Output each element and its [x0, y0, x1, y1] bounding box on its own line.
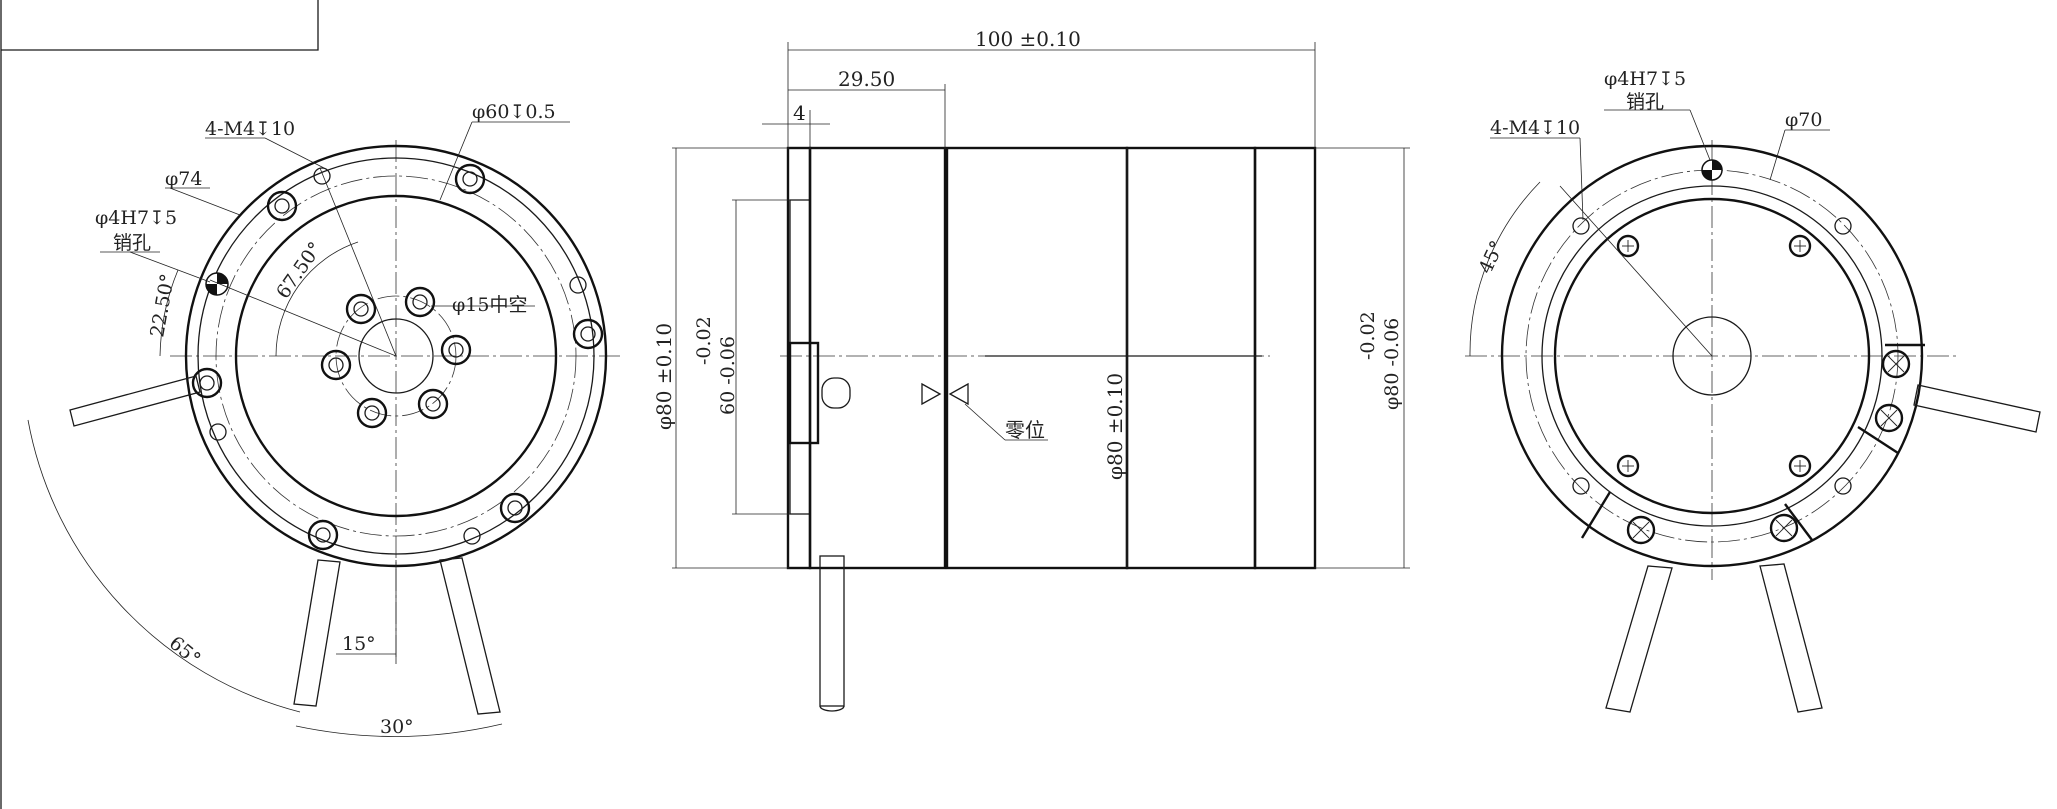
front-outer-dia-callout: φ74	[165, 168, 202, 190]
rear-tapped-holes	[1572, 217, 1852, 495]
side-zero-marker	[921, 382, 1048, 441]
front-pin-hole-label: 销孔	[113, 232, 151, 254]
side-zero-label: 零位	[1005, 418, 1045, 442]
side-outer-dia: φ80 ±0.10	[652, 323, 676, 430]
side-body-front	[808, 146, 947, 570]
side-flange-plate	[786, 146, 812, 570]
rear-cap-screws	[1616, 234, 1812, 478]
rear-outer-dia-callout: φ70	[1785, 109, 1822, 131]
rear-view: φ4H7↧5 销孔 4-M4↧10 φ70 45°	[1465, 68, 2041, 713]
front-angle-30: 30°	[380, 716, 414, 738]
front-cable-exits	[69, 375, 501, 715]
side-cable	[819, 555, 845, 707]
front-flange-screws	[191, 163, 604, 551]
front-angle-65: 65°	[165, 632, 205, 671]
side-pilot-tol-lower: 60 -0.06	[717, 336, 739, 415]
side-body-dia: φ80 ±0.10	[1103, 373, 1127, 480]
side-flange-thickness: 4	[793, 101, 806, 125]
side-connector	[821, 377, 851, 409]
side-end-cap	[1253, 146, 1317, 570]
front-rotor-screws	[320, 286, 472, 429]
front-tapped-holes-callout: 4-M4↧10	[205, 118, 295, 140]
rear-leaders	[1469, 109, 1830, 357]
front-angle-15: 15°	[342, 633, 376, 655]
rear-body-circle	[1553, 197, 1871, 515]
side-right-tol-upper: -0.02	[1357, 311, 1379, 360]
front-angle-67-5: 67.50°	[272, 238, 327, 303]
front-hollow-bore	[358, 318, 434, 394]
rear-pin-hole-callout: φ4H7↧5	[1604, 68, 1686, 90]
side-body-rear	[1125, 146, 1257, 570]
front-leaders	[100, 121, 570, 664]
front-angle-arcs	[27, 241, 503, 737]
rear-angle-45: 45°	[1475, 237, 1509, 277]
rear-outer-circle	[1500, 144, 1924, 568]
front-inner-bolt-circle	[335, 295, 457, 417]
front-pin-hole-callout: φ4H7↧5	[95, 207, 177, 229]
front-bolt-circle	[215, 175, 577, 537]
side-view: 零位 100 ±0.10 29.50 4 φ80 ±0.10	[652, 27, 1410, 712]
rear-center-bore	[1672, 316, 1752, 396]
side-length-dims	[762, 42, 1316, 150]
side-body-mid	[945, 146, 1129, 570]
front-flange-inner-ring	[197, 157, 595, 555]
rear-pin-hole	[1701, 159, 1723, 181]
sheet-frame	[0, 0, 319, 809]
rear-cable-exits	[1605, 384, 2041, 713]
rear-ring	[1541, 185, 1883, 527]
front-body-circle	[234, 194, 558, 518]
front-pin-hole	[205, 272, 229, 296]
side-flange-pilot	[789, 199, 811, 515]
rear-tapped-holes-callout: 4-M4↧10	[1490, 117, 1580, 139]
rear-brush-clamps	[1580, 343, 1925, 545]
side-flange-hub	[788, 341, 820, 445]
front-bolt-circle-callout: φ60↧0.5	[472, 101, 556, 123]
front-angle-22-5: 22.50°	[146, 272, 179, 339]
front-tapped-holes	[209, 167, 587, 545]
side-diameter-dims	[672, 147, 1410, 569]
side-flange-offset: 29.50	[838, 67, 895, 91]
front-hollow-bore-callout: φ15中空	[452, 294, 527, 316]
rear-pin-hole-label: 销孔	[1626, 91, 1664, 113]
side-right-tol-lower: φ80 -0.06	[1381, 318, 1403, 410]
side-overall-length: 100 ±0.10	[975, 27, 1081, 51]
side-pilot-tol-upper: -0.02	[693, 316, 715, 365]
front-view: 4-M4↧10 φ74 φ4H7↧5 销孔 φ60↧0.5 φ15中空 67.5…	[27, 101, 620, 738]
